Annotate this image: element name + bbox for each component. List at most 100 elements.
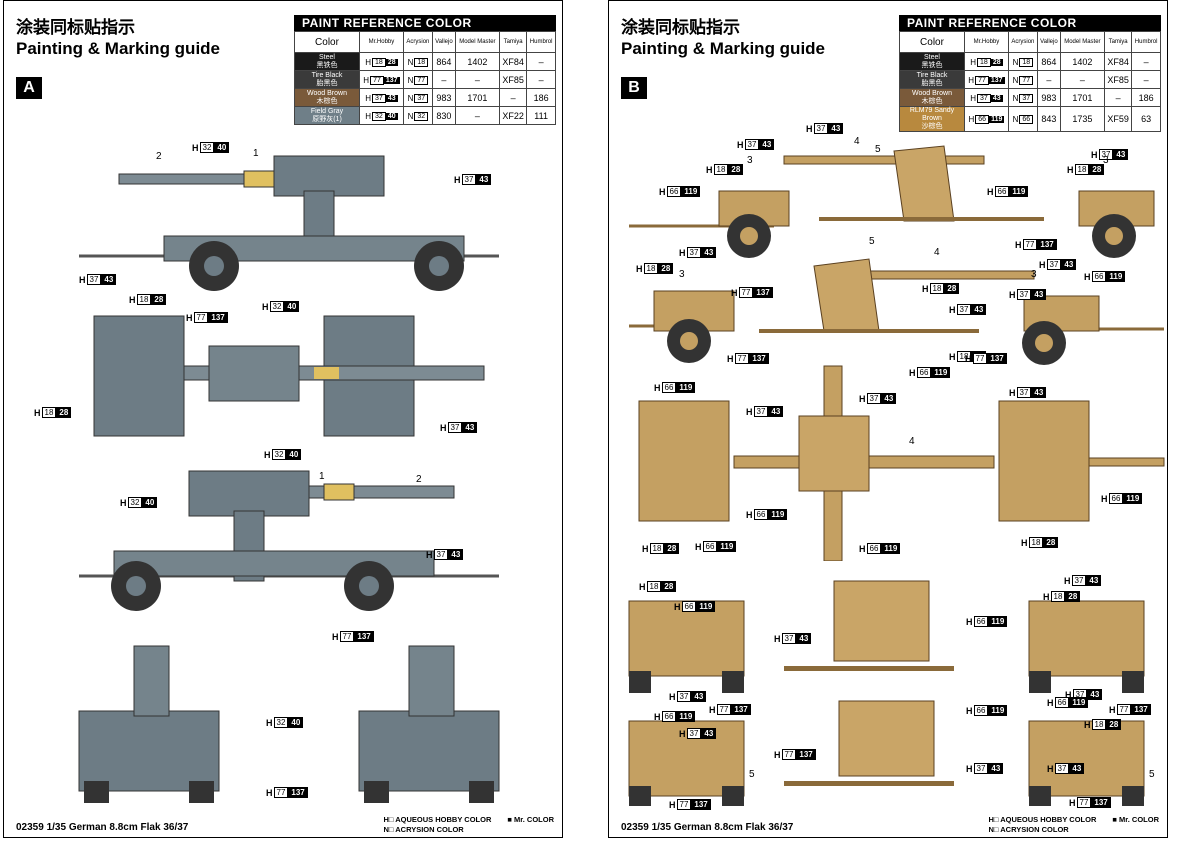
header-model-master: Model Master (1059, 31, 1105, 53)
part-number: 5 (869, 236, 875, 247)
color-legend: H□ AQUEOUS HOBBY COLOR■ Mr. COLOR N□ ACR… (988, 815, 1160, 834)
title-chinese: 涂装同标贴指示 (16, 18, 135, 38)
header-vallejo: Vallejo (1036, 31, 1061, 53)
part-number: 5 (875, 144, 881, 155)
header-humbrol: Humbrol (526, 31, 556, 53)
gun-side-view-2-illustration (79, 470, 499, 611)
header-model-master: Model Master (454, 31, 500, 53)
scheme-letter: A (16, 77, 42, 99)
header-mr-hobby: Mr.Hobby (359, 31, 404, 53)
gun-front-view-illustration (78, 645, 220, 803)
header-color: Color (899, 31, 965, 53)
part-number: 2 (416, 474, 422, 485)
paint-table: Color Mr.Hobby Acrysion Vallejo Model Ma… (899, 31, 1161, 132)
title-english: Painting & Marking guide (621, 39, 826, 58)
part-number: 5 (749, 769, 755, 780)
gun-top-views-illustration (638, 365, 1165, 561)
header-color: Color (294, 31, 360, 53)
gun-top-view-illustration (93, 315, 485, 437)
painting-guide-sheet-b: 涂装同标贴指示 Painting & Marking guide B PAINT… (608, 0, 1168, 838)
part-number: 4 (934, 247, 940, 258)
paint-reference-title: PAINT REFERENCE COLOR (294, 15, 556, 31)
footer-model-info: 02359 1/35 German 8.8cm Flak 36/37 (16, 822, 189, 833)
paint-reference-table: PAINT REFERENCE COLOR Color Mr.Hobby Acr… (294, 15, 556, 125)
part-number: 4 (854, 136, 860, 147)
title-english: Painting & Marking guide (16, 39, 221, 58)
part-number: 3 (679, 269, 685, 280)
gun-rear-view-illustration (358, 645, 500, 803)
part-number: 3 (1103, 155, 1109, 166)
header-acrysion: Acrysion (1007, 31, 1038, 53)
part-number: 4 (909, 436, 915, 447)
gun-front-rear-views-illustration (628, 580, 1145, 806)
part-number: 2 (156, 151, 162, 162)
part-number: 1 (319, 471, 325, 482)
painting-guide-sheet-a: 涂装同标贴指示 Painting & Marking guide A PAINT… (3, 0, 563, 838)
paint-reference-title: PAINT REFERENCE COLOR (899, 15, 1161, 31)
header-humbrol: Humbrol (1131, 31, 1161, 53)
header-mr-hobby: Mr.Hobby (964, 31, 1009, 53)
gun-side-views-row2-illustration (629, 258, 1164, 365)
part-number: 3 (1031, 269, 1037, 280)
title-chinese: 涂装同标贴指示 (621, 18, 740, 38)
paint-table: Color Mr.Hobby Acrysion Vallejo Model Ma… (294, 31, 556, 125)
header-tamiya: Tamiya (1103, 31, 1133, 53)
header-tamiya: Tamiya (498, 31, 528, 53)
header-acrysion: Acrysion (402, 31, 433, 53)
part-number: 1 (253, 148, 259, 159)
